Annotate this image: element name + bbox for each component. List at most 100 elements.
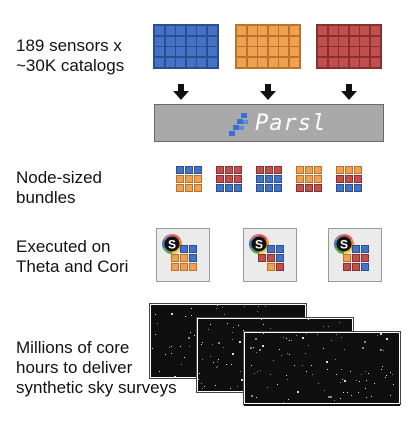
star: [224, 314, 225, 315]
star: [251, 365, 252, 366]
grid-cell: [370, 36, 380, 46]
star: [382, 366, 383, 367]
grid-cell: [267, 245, 275, 253]
bundle-2: [216, 166, 242, 192]
star: [383, 350, 384, 351]
star: [323, 348, 324, 349]
grid-cell: [247, 36, 257, 46]
star: [365, 388, 366, 389]
grid-cell: [155, 36, 164, 46]
star: [287, 353, 288, 354]
grid-cell: [336, 175, 344, 183]
star: [259, 349, 261, 351]
star: [277, 384, 278, 385]
grid-cell: [349, 36, 359, 46]
grid-cell: [276, 254, 284, 262]
svg-text:S: S: [168, 238, 176, 252]
star: [331, 340, 332, 341]
star: [386, 338, 388, 340]
grid-cell: [256, 166, 264, 174]
grid-cell: [258, 57, 267, 67]
star: [273, 360, 274, 361]
slurm-s-icon: S: [334, 234, 354, 254]
star: [216, 367, 217, 368]
star: [155, 334, 156, 335]
grid-cell: [165, 26, 175, 35]
grid-cell: [258, 36, 267, 46]
grid-cell: [343, 254, 351, 262]
star: [260, 370, 261, 371]
star: [204, 386, 205, 387]
star: [181, 364, 182, 365]
grid-cell: [234, 184, 242, 192]
grid-cell: [361, 254, 369, 262]
bundles-label-line2: bundles: [16, 188, 76, 207]
star: [202, 359, 203, 360]
star: [171, 313, 173, 315]
star: [217, 305, 218, 306]
star: [218, 342, 220, 344]
grid-cell: [176, 47, 185, 56]
star: [308, 345, 309, 346]
star: [237, 386, 238, 387]
star: [171, 346, 172, 347]
catalog-grid-blue: [153, 24, 219, 69]
grid-cell: [258, 26, 267, 35]
star: [169, 347, 170, 348]
star: [289, 354, 290, 355]
grid-cell: [155, 57, 164, 67]
star: [215, 385, 216, 386]
star: [286, 375, 287, 376]
bundle-1: [176, 166, 202, 192]
star: [216, 308, 217, 309]
grid-cell: [180, 245, 188, 253]
star: [392, 374, 393, 375]
grid-cell: [354, 166, 362, 174]
star: [257, 311, 258, 312]
grid-cell: [247, 57, 257, 67]
star: [217, 366, 218, 367]
star: [171, 353, 172, 354]
star: [212, 344, 213, 345]
star: [342, 379, 343, 380]
node-bundle-1: [171, 245, 197, 271]
star: [194, 335, 195, 336]
star: [359, 381, 360, 382]
star: [213, 362, 214, 363]
star: [344, 380, 346, 382]
star: [258, 306, 259, 307]
grid-cell: [237, 26, 246, 35]
star: [202, 342, 203, 343]
grid-cell: [258, 254, 266, 262]
star: [336, 334, 337, 335]
grid-cell: [361, 263, 369, 271]
star: [191, 308, 192, 309]
grid-cell: [258, 47, 267, 56]
grid-cell: [171, 245, 179, 253]
grid-cell: [339, 36, 348, 46]
star: [232, 353, 234, 355]
grid-cell: [314, 166, 322, 174]
svg-text:S: S: [255, 238, 263, 252]
star: [356, 380, 357, 381]
star: [385, 377, 386, 378]
grid-cell: [339, 26, 348, 35]
star: [240, 371, 241, 372]
star: [184, 357, 185, 358]
executed-label-line2: Theta and Cori: [16, 257, 129, 276]
executed-label-line1: Executed on: [16, 237, 111, 256]
grid-cell: [336, 166, 344, 174]
star: [380, 333, 382, 335]
grid-cell: [279, 26, 288, 35]
grid-cell: [216, 166, 224, 174]
star: [377, 335, 378, 336]
sensors-label-line1: 189 sensors x: [16, 36, 122, 55]
grid-cell: [352, 263, 360, 271]
grid-cell: [345, 175, 353, 183]
grid-cell: [314, 175, 322, 183]
grid-cell: [370, 26, 380, 35]
grid-cell: [189, 245, 197, 253]
grid-cell: [186, 26, 196, 35]
star: [317, 334, 318, 335]
star: [185, 316, 186, 317]
